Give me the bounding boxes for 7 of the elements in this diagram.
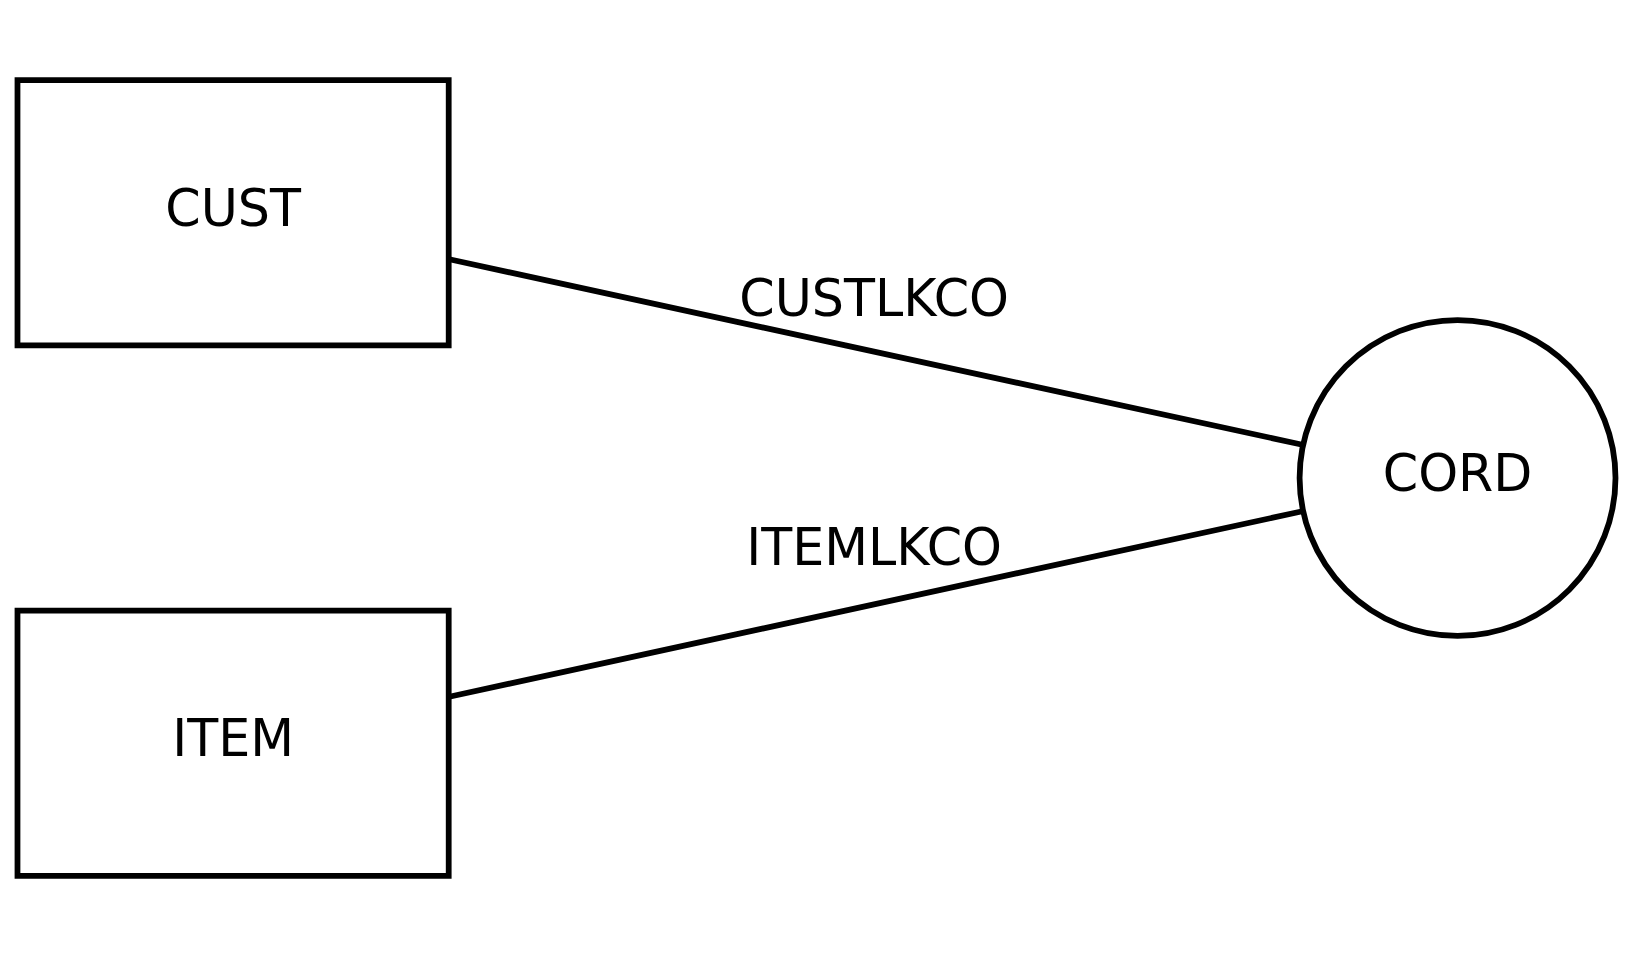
connector — [448, 507, 1304, 699]
edge-label: ITEMLKCO — [746, 517, 1003, 577]
node-circle: CORD — [1296, 316, 1619, 639]
connector — [448, 256, 1304, 448]
node-box: CUST — [14, 76, 452, 348]
node-box: ITEM — [14, 607, 452, 879]
edge-label: CUSTLKCO — [739, 268, 1010, 328]
